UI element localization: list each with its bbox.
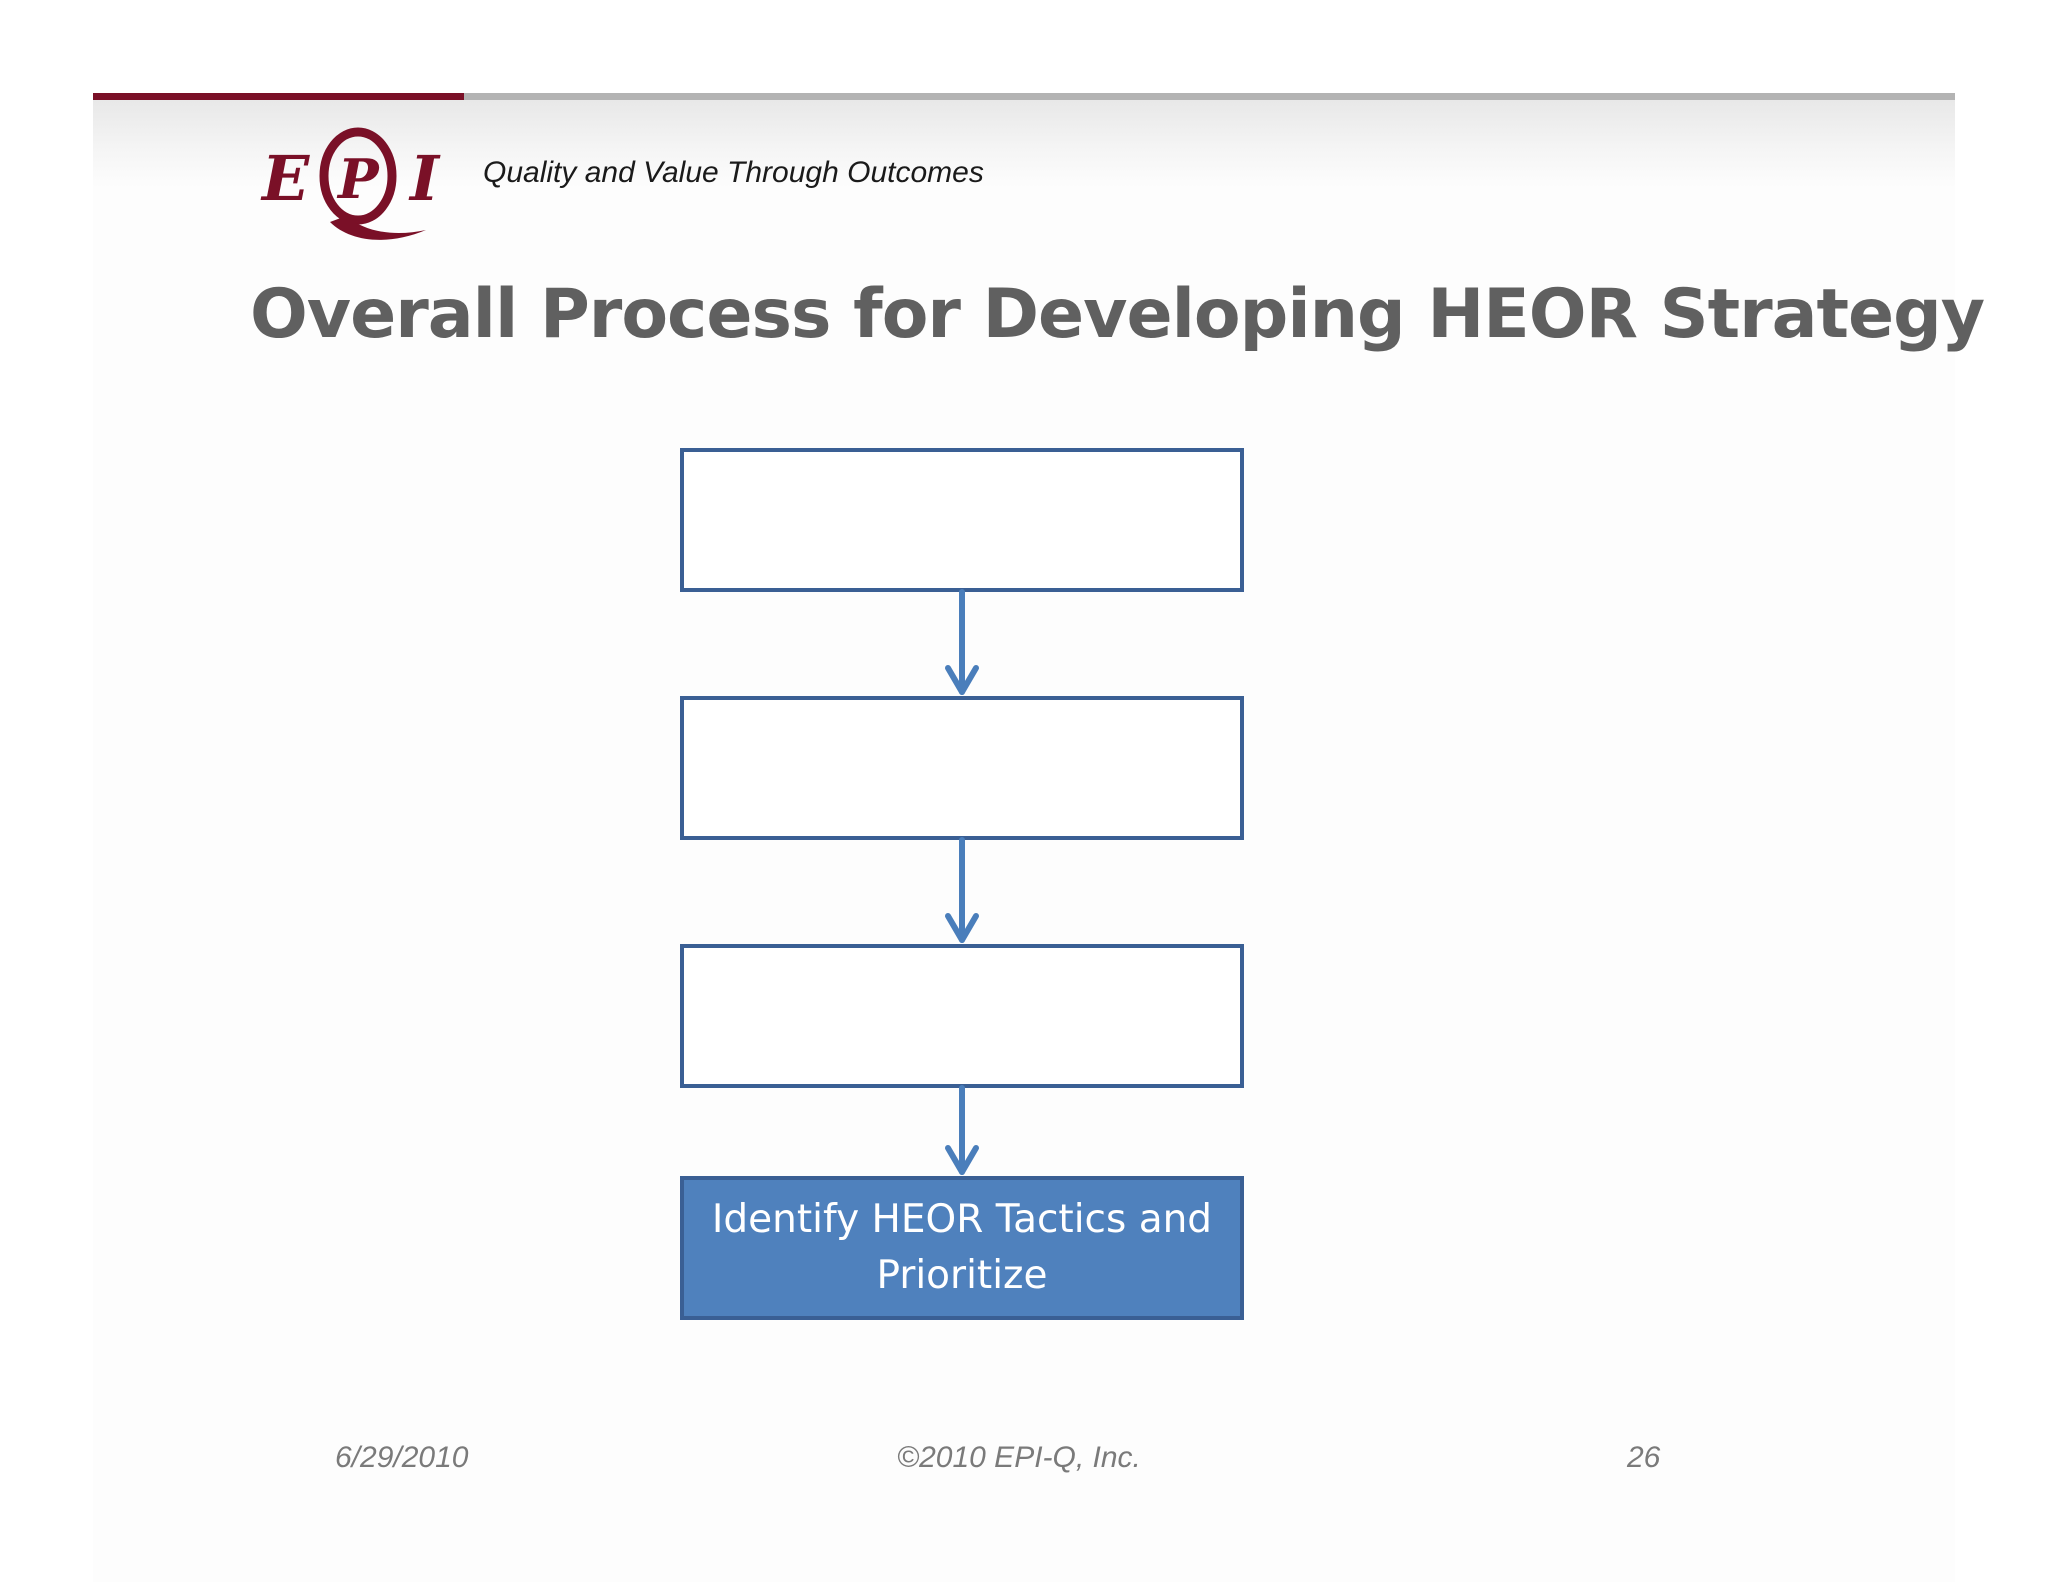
arrow-step1-to-step2 (945, 589, 979, 695)
epiq-logo: E P I (258, 118, 463, 253)
process-step-1-box (680, 448, 1244, 592)
epiq-logo-graphic: E P I (260, 127, 441, 240)
footer-page-number: 26 (1627, 1441, 1661, 1474)
footer-copyright: ©2010 EPI-Q, Inc. (897, 1441, 1141, 1474)
process-step-3-box (680, 944, 1244, 1088)
svg-text:E: E (260, 142, 310, 215)
process-step-4-box (680, 1176, 1244, 1320)
header-rule-accent (93, 93, 464, 100)
process-step-4-label: Identify HEOR Tactics and Prioritize (711, 1197, 1213, 1298)
slide-title: Overall Process for Developing HEOR Stra… (250, 275, 1985, 354)
svg-text:P: P (336, 147, 380, 211)
header-tagline: Quality and Value Through Outcomes (483, 156, 984, 189)
arrow-step2-to-step3 (945, 837, 979, 943)
header-band (93, 93, 1955, 188)
arrow-step3-to-step4 (945, 1085, 979, 1175)
process-step-2-box (680, 696, 1244, 840)
footer-date: 6/29/2010 (335, 1441, 469, 1474)
svg-text:I: I (408, 142, 441, 215)
header-rule (464, 93, 1955, 100)
